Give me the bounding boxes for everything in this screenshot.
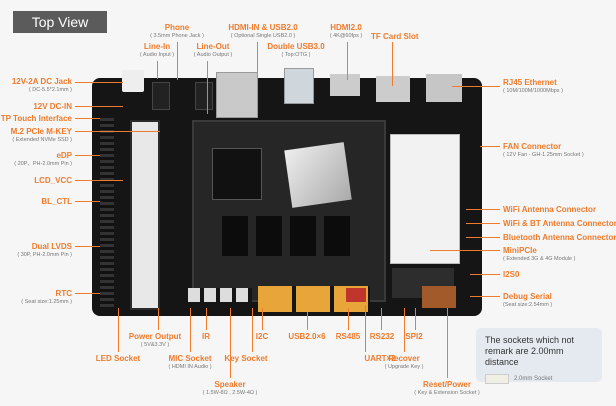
leader-line xyxy=(75,118,100,119)
label-mic-socket: MIC Socket( HDMI IN Audio ) xyxy=(168,354,212,370)
leader-line xyxy=(470,274,500,275)
label-minipcie: MiniPCIe( Extended 3G & 4G Module ) xyxy=(503,246,576,262)
board-component xyxy=(284,142,352,208)
label-led-socket: LED Socket xyxy=(95,354,141,363)
label-i2c: I2C xyxy=(255,332,269,341)
leader-line xyxy=(75,246,100,247)
board-component xyxy=(195,82,213,110)
leader-line xyxy=(75,180,123,181)
leader-line xyxy=(480,146,500,147)
label-double-usb3: Double USB3.0( Top:OTG ) xyxy=(267,42,325,58)
leader-line xyxy=(257,42,258,78)
label-tp-touch: TP Touch Interface xyxy=(0,114,72,123)
leader-line xyxy=(75,106,123,107)
board-component xyxy=(376,76,410,102)
label-wifi-antenna: WiFi Antenna Connector xyxy=(503,205,596,214)
leader-line xyxy=(392,42,393,86)
note-text: The sockets which not remark are 2.00mm … xyxy=(485,335,575,367)
label-bt-antenna: Bluetooth Antenna Connector xyxy=(503,233,616,242)
leader-line xyxy=(466,209,500,210)
leader-line xyxy=(177,42,178,80)
leader-line xyxy=(75,82,123,83)
board-component xyxy=(426,74,462,102)
label-power-output: Power Output( 5V&3.3V ) xyxy=(128,332,182,348)
label-dc-in: 12V DC-IN xyxy=(33,102,72,111)
leader-line xyxy=(230,308,231,378)
leader-line xyxy=(470,296,500,297)
leader-line xyxy=(452,86,500,87)
board-component xyxy=(188,288,252,302)
note-legend: 2.0mm Socket xyxy=(514,376,553,382)
leader-line xyxy=(118,308,119,352)
board-component xyxy=(222,216,352,256)
leader-line xyxy=(158,308,159,330)
leader-line xyxy=(466,223,500,224)
label-debug-serial: Debug Serial(Seat size:2.54mm ) xyxy=(503,292,553,308)
label-hdmi-in-usb2: HDMI-IN & USB2.0( Optional Single USB2.0… xyxy=(228,23,298,39)
board-component xyxy=(346,288,366,302)
leader-line xyxy=(262,308,263,330)
leader-line xyxy=(207,61,208,114)
label-rtc: RTC( Seat size:1.25mm ) xyxy=(21,289,72,305)
label-lcd-vcc: LCD_VCC xyxy=(34,176,72,185)
board-component xyxy=(122,70,144,92)
board-image xyxy=(92,68,482,316)
leader-line xyxy=(252,308,253,352)
board-component xyxy=(130,120,160,310)
label-hdmi2: HDMI2.0( 4K@60fps ) xyxy=(329,23,363,39)
leader-line xyxy=(447,308,448,378)
label-m2-pcie: M.2 PCIe M-KEY( Extended NVMe SSD ) xyxy=(10,127,72,143)
label-i2s0: I2S0 xyxy=(503,270,520,279)
board-component xyxy=(152,82,170,110)
label-uart: UART×2 xyxy=(364,354,396,363)
label-dc-jack: 12V-2A DC Jack( DC-5.5*2.1mm ) xyxy=(11,77,72,93)
label-line-in: Line-In( Audio Input ) xyxy=(139,42,175,58)
label-ir: IR xyxy=(202,332,210,341)
page-title: Top View xyxy=(13,11,107,33)
leader-line xyxy=(348,308,349,330)
label-edp: eDP( 20P、PH-2.0mm Pin ) xyxy=(14,151,72,167)
label-bl-ctl: BL_CTL xyxy=(41,197,72,206)
label-line-out: Line-Out( Audio Output ) xyxy=(193,42,233,58)
board-component xyxy=(330,74,360,96)
board-component xyxy=(390,134,460,264)
leader-line xyxy=(206,308,207,330)
board-component xyxy=(216,72,258,118)
leader-line xyxy=(404,308,405,352)
label-phone: Phone( 3.5mm Phone Jack ) xyxy=(150,23,204,39)
leader-line xyxy=(157,61,158,79)
leader-line xyxy=(75,293,100,294)
leader-line xyxy=(381,308,382,330)
leader-line xyxy=(75,131,160,132)
leader-line xyxy=(75,201,100,202)
label-rj45: RJ45 Ethernet( 10M/100M/1000Mbps ) xyxy=(503,78,563,94)
leader-line xyxy=(415,308,416,330)
label-wifi-bt-antenna: WiFi & BT Antenna Connector xyxy=(503,219,616,228)
leader-line xyxy=(347,42,348,80)
leader-line xyxy=(307,312,308,330)
leader-line xyxy=(365,305,366,352)
board-component xyxy=(422,286,456,308)
label-key-socket: Key Socket xyxy=(224,354,268,363)
label-spi2: SPI2 xyxy=(405,332,423,341)
label-reset-power: Reset/Power( Key & Extension Socket ) xyxy=(414,380,480,396)
label-rs485: RS485 xyxy=(335,332,361,341)
label-recover: Recover( Upgrade Key ) xyxy=(384,354,424,370)
board-component xyxy=(100,118,114,308)
board-component xyxy=(212,148,262,200)
label-rs232: RS232 xyxy=(369,332,395,341)
label-dual-lvds: Dual LVDS( 30P, PH-2.0mm Pin ) xyxy=(17,242,72,258)
leader-line xyxy=(75,155,100,156)
note-box: The sockets which not remark are 2.00mm … xyxy=(476,328,602,384)
board-component xyxy=(284,68,314,104)
leader-line xyxy=(466,237,500,238)
leader-line xyxy=(430,250,500,251)
label-tf-card: TF Card Slot xyxy=(371,32,419,41)
label-usb2x6: USB2.0×6 xyxy=(288,332,326,341)
label-fan: FAN Connector( 12V Fan - GH-1.25mm Socke… xyxy=(503,142,584,158)
label-speaker: Speaker( 1.5W-8Ω , 2.5W-4Ω ) xyxy=(202,380,258,396)
leader-line xyxy=(190,308,191,352)
socket-icon xyxy=(485,374,509,384)
